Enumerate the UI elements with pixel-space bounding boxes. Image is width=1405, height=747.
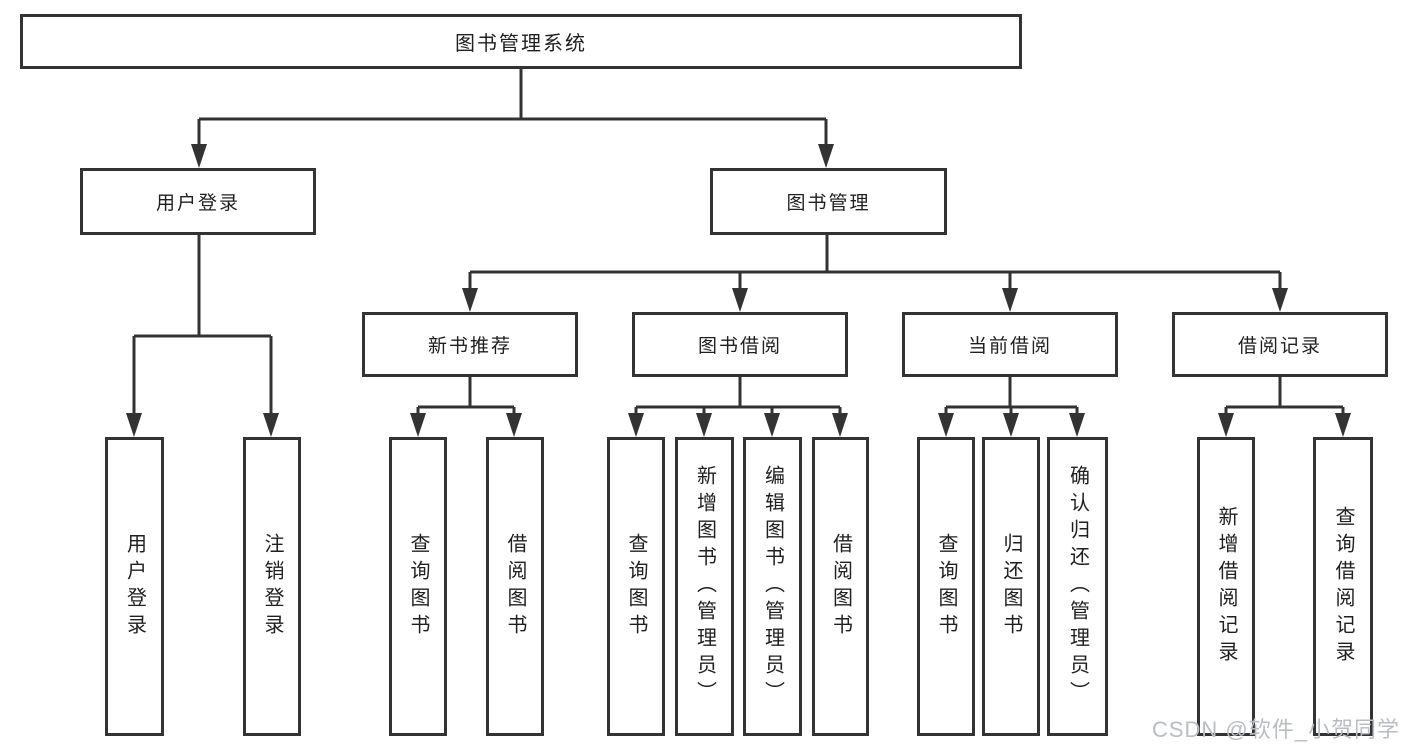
arrowhead-down-icon (1335, 413, 1351, 437)
arrowhead-down-icon (1272, 288, 1288, 312)
csdn-watermark: CSDN @软件_小贺同学 (1151, 717, 1400, 742)
arrowhead-down-icon (191, 144, 207, 168)
arrowhead-down-icon (628, 413, 644, 437)
node-branch-current-borrowing: 当前借阅 (902, 312, 1118, 377)
arrowhead-down-icon (1218, 413, 1234, 437)
arrowhead-down-icon (832, 413, 848, 437)
arrowhead-down-icon (764, 413, 780, 437)
node-leaf-br-add-record: 新增借阅记录 (1197, 437, 1255, 736)
node-leaf-bb-query-books: 查询图书 (607, 437, 665, 736)
node-leaf-nbr-query-books: 查询图书 (389, 437, 447, 736)
arrowhead-down-icon (410, 413, 426, 437)
arrowhead-down-icon (938, 413, 954, 437)
node-leaf-bb-add-books-admin: 新增图书（管理员） (675, 437, 734, 736)
node-branch-new-book-recommend: 新书推荐 (362, 312, 578, 377)
node-leaf-cb-confirm-return-admin: 确认归还（管理员） (1047, 437, 1108, 736)
node-branch-book-borrowing: 图书借阅 (632, 312, 848, 377)
arrowhead-down-icon (263, 413, 279, 437)
arrowhead-down-icon (818, 144, 834, 168)
node-root-library-system: 图书管理系统 (20, 14, 1022, 69)
node-leaf-cb-query-books: 查询图书 (917, 437, 975, 736)
arrowhead-down-icon (506, 413, 522, 437)
arrowhead-down-icon (1002, 288, 1018, 312)
node-leaf-user-login: 用户登录 (105, 437, 164, 736)
node-branch-book-management: 图书管理 (710, 168, 947, 235)
arrowhead-down-icon (126, 413, 142, 437)
arrowhead-down-icon (462, 288, 478, 312)
node-leaf-br-query-record: 查询借阅记录 (1313, 437, 1373, 736)
node-leaf-logout: 注销登录 (243, 437, 301, 736)
arrowhead-down-icon (1069, 413, 1085, 437)
node-branch-user-login: 用户登录 (80, 168, 316, 235)
node-leaf-bb-borrow-books: 借阅图书 (812, 437, 869, 736)
arrowhead-down-icon (732, 288, 748, 312)
node-leaf-bb-edit-books-admin: 编辑图书（管理员） (743, 437, 802, 736)
node-branch-borrowing-records: 借阅记录 (1172, 312, 1388, 377)
arrowhead-down-icon (696, 413, 712, 437)
node-leaf-nbr-borrow-books: 借阅图书 (486, 437, 544, 736)
arrowhead-down-icon (1003, 413, 1019, 437)
node-leaf-cb-return-books: 归还图书 (982, 437, 1040, 736)
